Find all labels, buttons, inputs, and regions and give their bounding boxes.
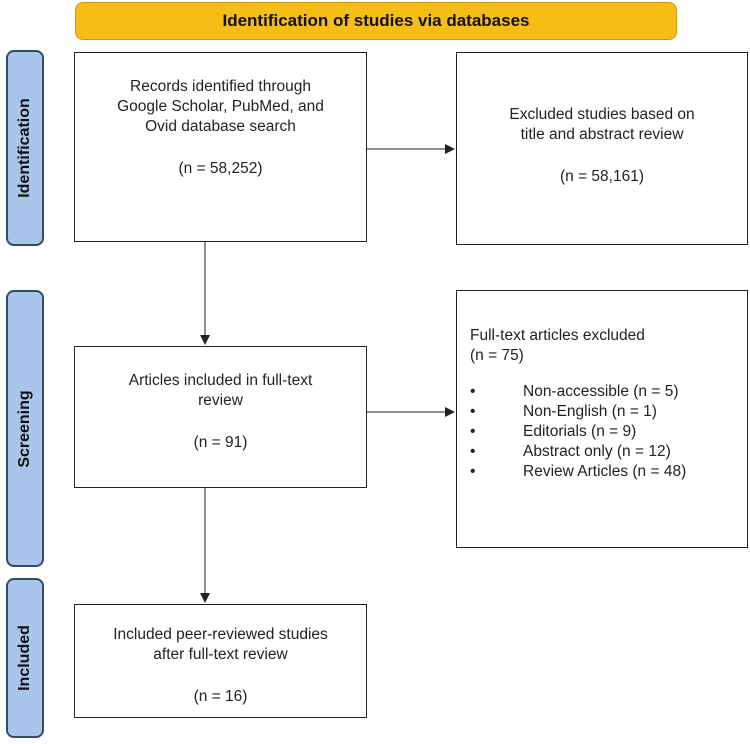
full-text-review-box: Articles included in full-text review (n… bbox=[74, 346, 367, 488]
excluded-title-abstract-count: (n = 58,161) bbox=[559, 168, 645, 185]
exclusion-reason: Non-English (n = 1) bbox=[470, 402, 747, 422]
full-text-excluded-box: Full-text articles excluded (n = 75) Non… bbox=[456, 290, 748, 548]
stage-screening: Screening bbox=[6, 290, 44, 567]
exclusion-reasons-list: Non-accessible (n = 5) Non-English (n = … bbox=[470, 382, 747, 482]
stage-identification: Identification bbox=[6, 50, 44, 246]
included-studies-box: Included peer-reviewed studies after ful… bbox=[74, 604, 367, 718]
full-text-review-count: (n = 91) bbox=[193, 434, 248, 451]
full-text-review-text: Articles included in full-text review bbox=[128, 372, 313, 409]
exclusion-reason: Abstract only (n = 12) bbox=[470, 442, 747, 462]
excluded-title-abstract-text: Excluded studies based on title and abst… bbox=[509, 106, 695, 143]
full-text-excluded-title: Full-text articles excluded bbox=[470, 327, 645, 344]
stage-included: Included bbox=[6, 578, 44, 738]
included-studies-text: Included peer-reviewed studies after ful… bbox=[113, 626, 328, 663]
exclusion-reason: Review Articles (n = 48) bbox=[470, 462, 747, 482]
exclusion-reason: Editorials (n = 9) bbox=[470, 422, 747, 442]
records-identified-text: Records identified through Google Schola… bbox=[117, 78, 324, 135]
full-text-excluded-count: (n = 75) bbox=[470, 347, 524, 364]
header-banner: Identification of studies via databases bbox=[75, 2, 677, 40]
header-title: Identification of studies via databases bbox=[222, 11, 530, 30]
excluded-title-abstract-box: Excluded studies based on title and abst… bbox=[456, 52, 748, 245]
exclusion-reason: Non-accessible (n = 5) bbox=[470, 382, 747, 402]
records-identified-box: Records identified through Google Schola… bbox=[74, 52, 367, 242]
records-identified-count: (n = 58,252) bbox=[178, 160, 263, 177]
included-studies-count: (n = 16) bbox=[193, 688, 248, 705]
